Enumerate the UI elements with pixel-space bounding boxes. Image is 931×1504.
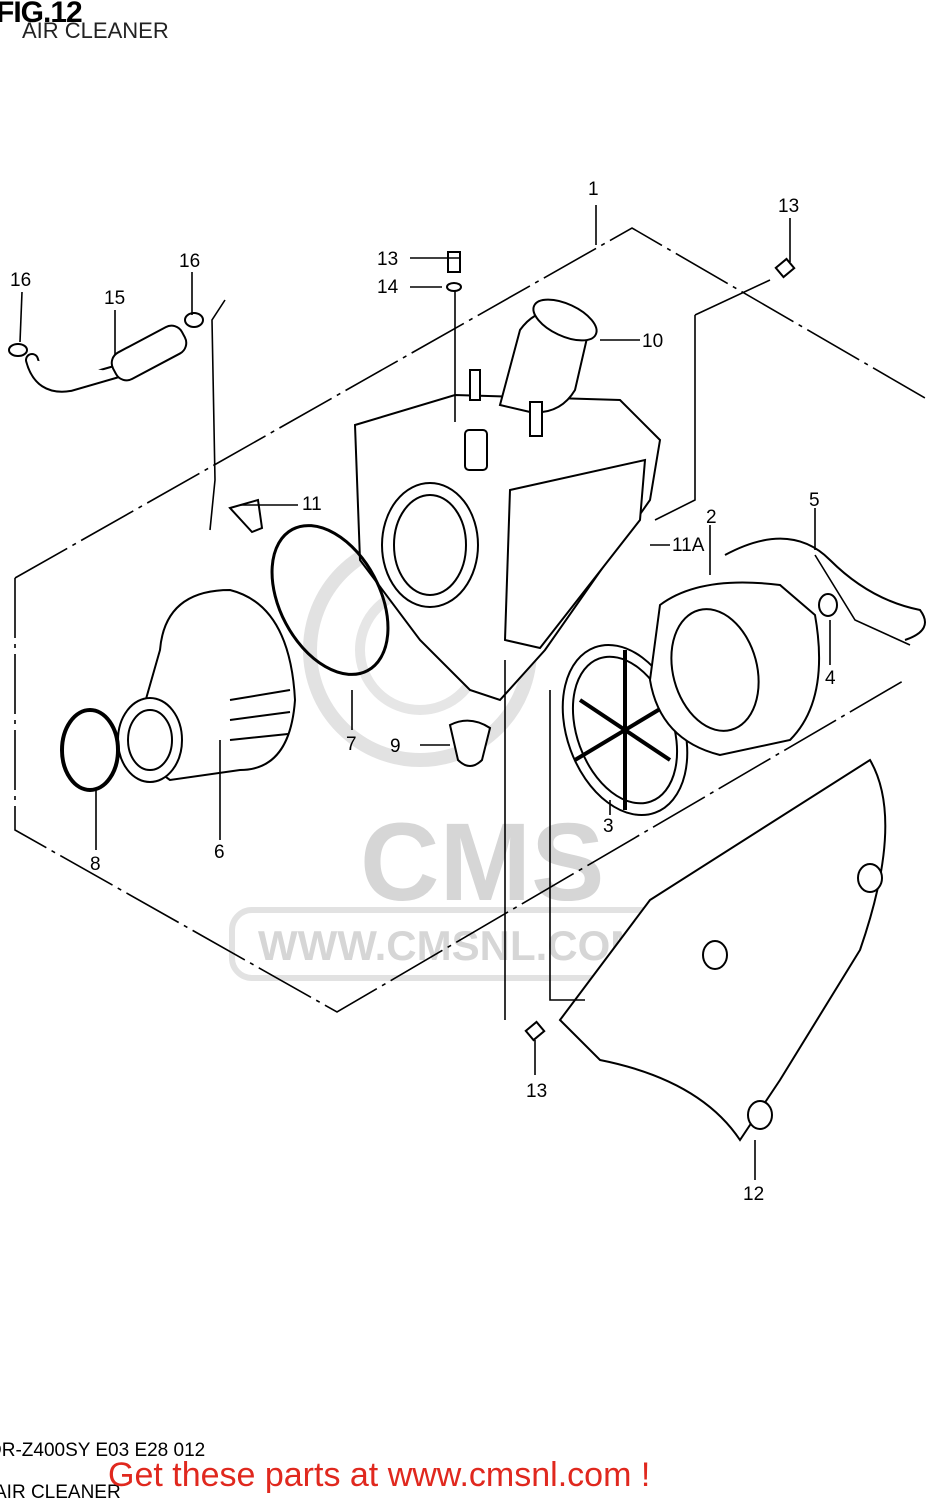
- callout-13-bottom: 13: [526, 1081, 547, 1102]
- intake-boot: [498, 298, 598, 437]
- clamp-ring: [60, 708, 120, 792]
- assembly-boundary: [14, 227, 926, 1013]
- screws: [446, 251, 796, 1042]
- callout-2: 2: [706, 507, 717, 528]
- breather-hose: [8, 312, 204, 393]
- callout-5: 5: [809, 490, 820, 511]
- callout-11: 11: [302, 494, 322, 515]
- cta-link[interactable]: Get these parts at www.cmsnl.com !: [108, 1456, 651, 1494]
- leader-lines: [19, 205, 911, 1180]
- callout-labels: 1 2 3 4 5 6 7 8 9 10 11 11A 12 13 13 13 …: [10, 179, 836, 1205]
- callout-16-right: 16: [179, 251, 200, 272]
- lid-cable: [724, 537, 926, 641]
- elbow-fitting: [228, 498, 264, 534]
- footer-figure-code: DR-Z400SY E03 E28 012: [0, 1440, 206, 1461]
- figure-subtitle: AIR CLEANER: [22, 18, 169, 43]
- air-cleaner-case: [353, 369, 662, 702]
- callout-8: 8: [90, 854, 101, 875]
- watermark-brand: CMS: [360, 801, 604, 924]
- callout-13-mid: 13: [377, 249, 398, 270]
- callout-15: 15: [104, 288, 125, 309]
- callout-12: 12: [743, 1184, 764, 1205]
- side-cover: [558, 758, 887, 1142]
- callout-13-top: 13: [778, 196, 799, 217]
- filter-element: [648, 581, 821, 757]
- callout-3: 3: [603, 816, 614, 837]
- callout-11a: 11A: [672, 535, 705, 556]
- callout-6: 6: [214, 842, 225, 863]
- callout-4: 4: [825, 668, 836, 689]
- footer-subtitle: AIR CLEANER: [0, 1482, 121, 1503]
- callout-1: 1: [588, 179, 599, 200]
- callout-7: 7: [346, 734, 357, 755]
- callout-9: 9: [390, 736, 401, 757]
- callout-10: 10: [642, 331, 663, 352]
- drain-plug: [448, 719, 492, 767]
- callout-16-left: 16: [10, 270, 31, 291]
- watermark: CMS WWW.CMSNL.COM: [229, 533, 675, 981]
- gasket-ring: [270, 524, 390, 676]
- figure-title: FIG.12: [0, 0, 83, 29]
- callout-14: 14: [377, 277, 399, 298]
- grommet: [818, 593, 838, 617]
- inlet-duct: [117, 588, 297, 783]
- watermark-url: WWW.CMSNL.COM: [258, 922, 645, 969]
